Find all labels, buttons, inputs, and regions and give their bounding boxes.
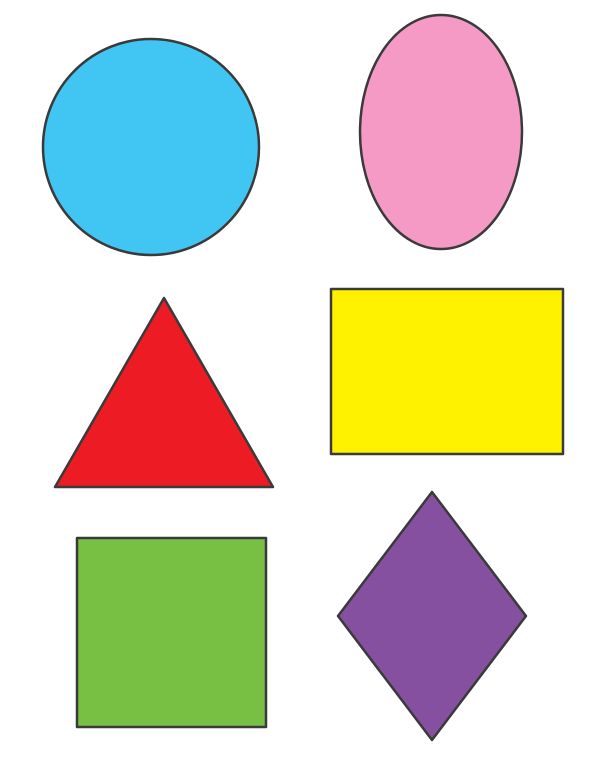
rectangle-shape bbox=[329, 287, 565, 456]
square-shape bbox=[75, 536, 268, 729]
diamond-shape bbox=[336, 490, 528, 742]
triangle-shape bbox=[53, 296, 275, 489]
oval-shape bbox=[358, 13, 524, 251]
circle-shape bbox=[41, 37, 261, 257]
